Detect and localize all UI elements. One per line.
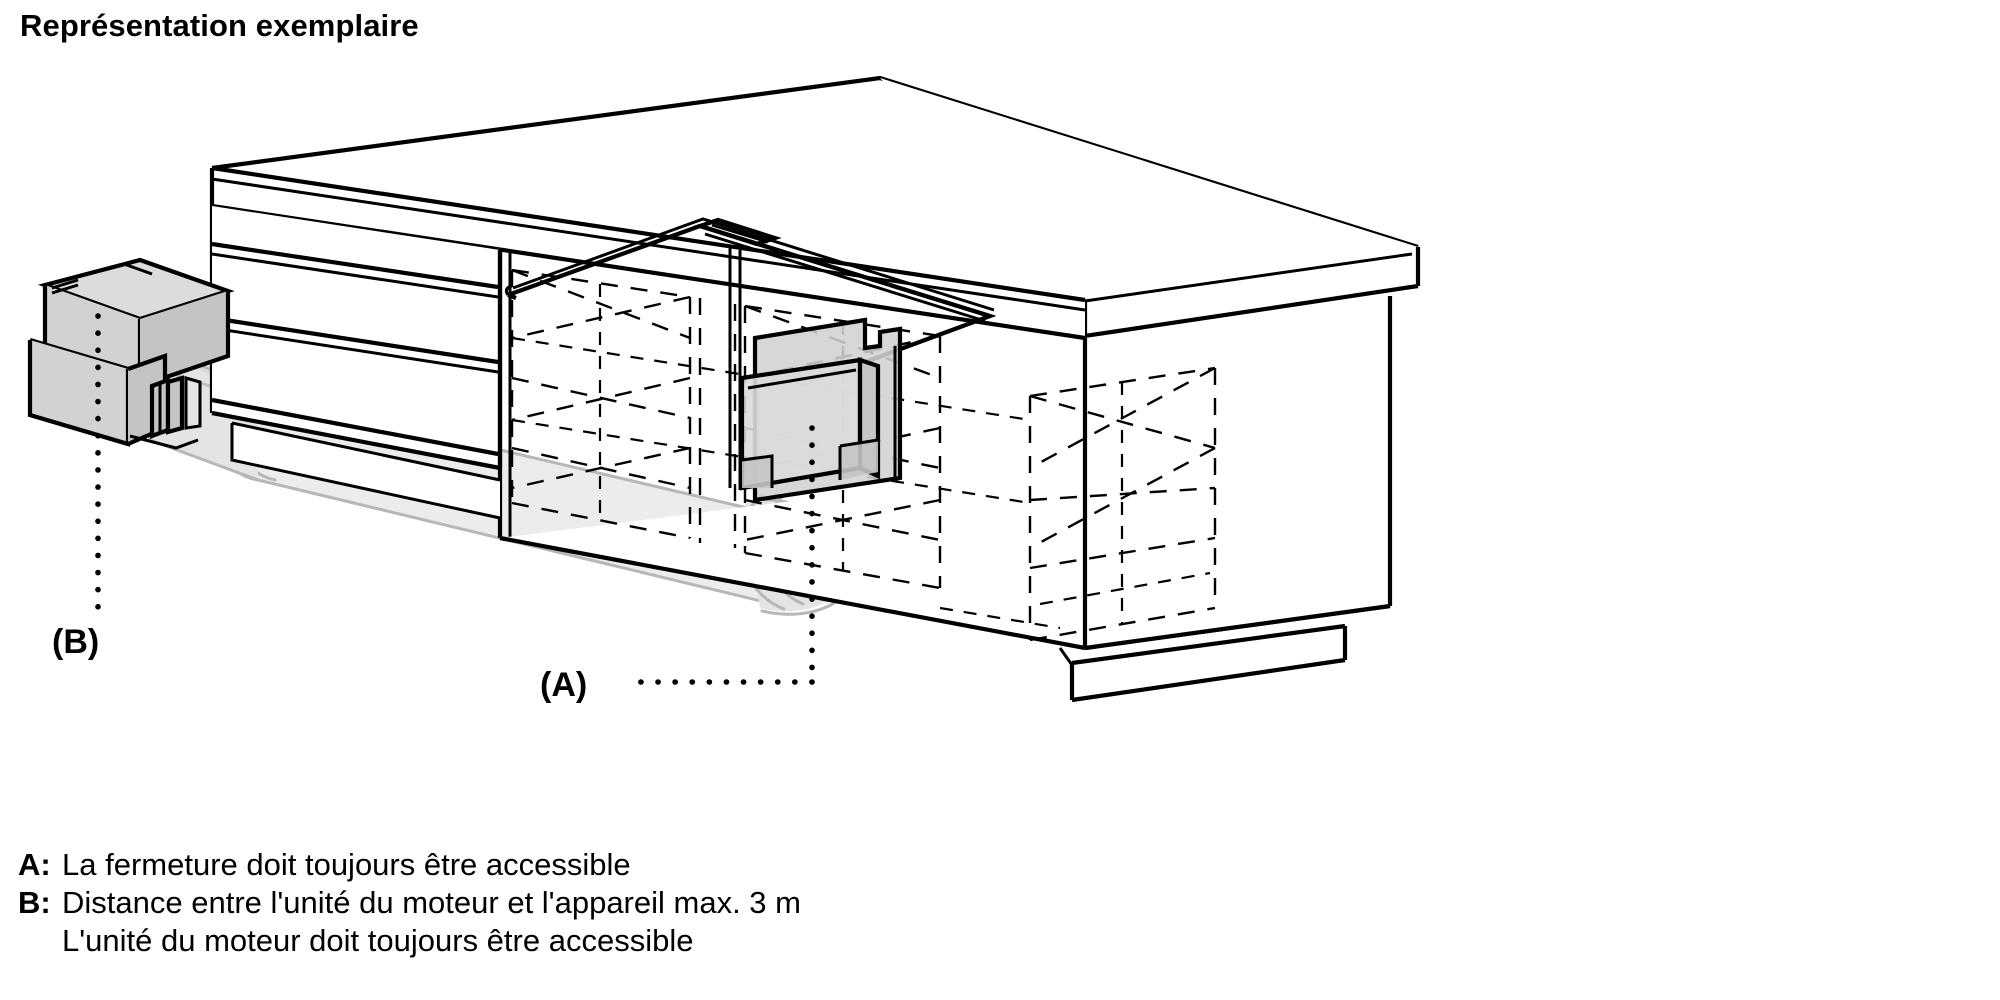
- cabinet-body: [209, 75, 1421, 703]
- callout-label-a: (A): [540, 666, 587, 704]
- legend-continuation-b: L'unité du moteur doit toujours être acc…: [62, 923, 694, 958]
- callout-a: (A): [540, 425, 815, 704]
- legend-key-b: B:: [18, 885, 51, 920]
- callout-b: (B): [52, 313, 101, 661]
- legend-key-a: A:: [18, 847, 51, 882]
- legend-row-a: A: La fermeture doit toujours être acces…: [18, 846, 1418, 884]
- installation-figure: (B) (A): [27, 75, 1421, 704]
- closure-part-a: [739, 317, 903, 503]
- page-title: Représentation exemplaire: [20, 8, 419, 43]
- legend: A: La fermeture doit toujours être acces…: [18, 846, 1418, 960]
- legend-text-b: Distance entre l'unité du moteur et l'ap…: [62, 885, 801, 920]
- motor-unit-part-b: [27, 257, 235, 450]
- callout-label-b: (B): [52, 623, 99, 661]
- legend-text-a: La fermeture doit toujours être accessib…: [62, 847, 631, 882]
- legend-row-b: B: Distance entre l'unité du moteur et l…: [18, 884, 1418, 922]
